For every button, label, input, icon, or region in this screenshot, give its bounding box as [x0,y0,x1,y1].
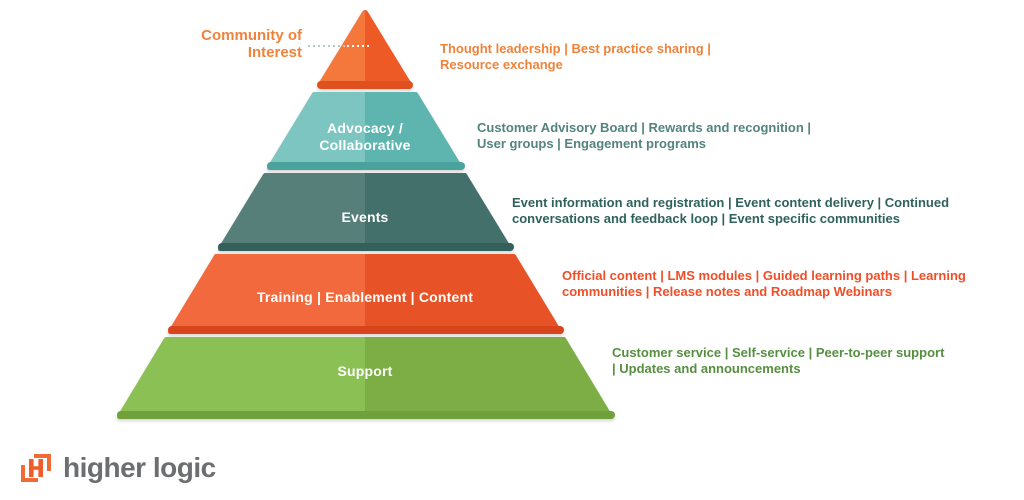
annotation-line: Event information and registration | Eve… [512,195,950,210]
annotation-line: Customer Advisory Board | Rewards and re… [477,120,812,135]
annotation-advocacy-collaborative: Customer Advisory Board | Rewards and re… [477,120,811,151]
annotation-line: Official content | LMS modules | Guided … [562,268,966,283]
annotation-line: Customer service | Self-service | Peer-t… [612,345,945,360]
logo-wordmark: higher logic [63,452,216,483]
pyramid-label-advocacy-collaborative: Advocacy / Collaborative [319,120,411,153]
pyramid-level-advocacy-shape [267,92,465,170]
pyramid-level-support-shape [117,337,615,419]
annotation-line: Thought leadership | Best practice shari… [440,41,711,56]
higher-logic-logo: higher logic [18,450,216,486]
pyramid-level-events-shape [218,173,514,251]
pyramid-label-support: Support [337,363,393,379]
pyramid-label-community-of-interest: Community of Interest [201,27,302,61]
pyramid-level-training-shape [168,254,564,334]
higher-logic-h-icon [21,454,51,482]
pyramid-label-events: Events [341,209,389,225]
pyramid-label-training-enablement-content: Training | Enablement | Content [256,289,474,305]
annotation-support: Customer service | Self-service | Peer-t… [612,345,944,376]
annotation-line: communities | Release notes and Roadmap … [562,283,892,299]
annotation-events: Event information and registration | Eve… [512,195,949,226]
annotation-line: | Updates and announcements [612,360,801,376]
annotation-training-enablement-content: Official content | LMS modules | Guided … [562,268,966,299]
pyramid-level-community-shape [317,10,413,89]
annotation-line: Resource exchange [440,56,563,72]
annotation-community-of-interest: Thought leadership | Best practice shari… [440,41,711,72]
annotation-line: User groups | Engagement programs [477,135,707,151]
annotation-line: conversations and feedback loop | Event … [512,210,900,226]
